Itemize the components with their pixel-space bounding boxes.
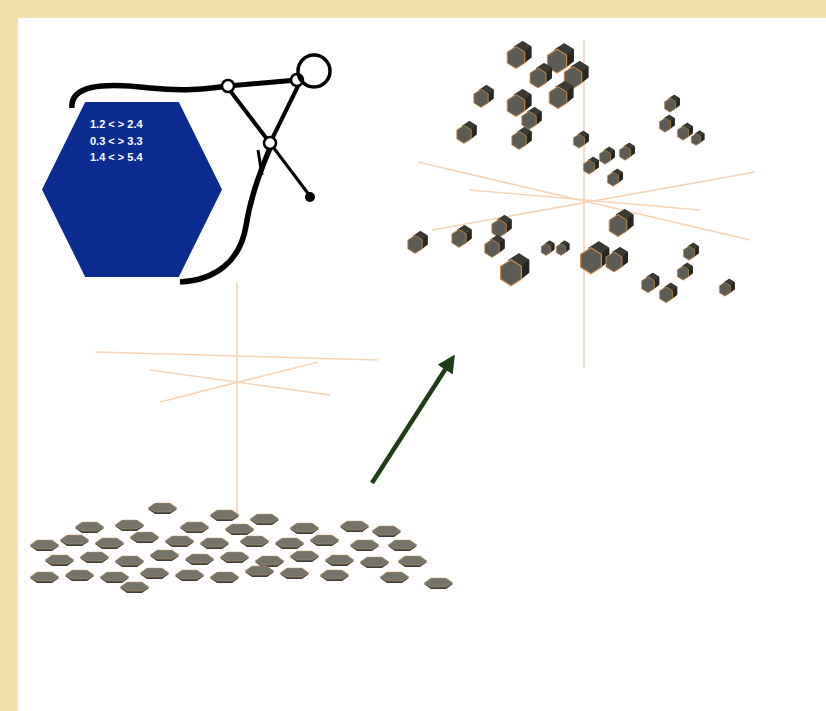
- text-holder: 1.2 < > 2.40.3 < > 3.31.4 < > 5.4: [42, 102, 222, 166]
- hexagon-fill: [42, 102, 222, 277]
- axes-lower: [95, 282, 378, 520]
- flat-hexagons: [30, 503, 453, 593]
- hexagonal-prisms: [408, 41, 735, 303]
- transform-arrow: [372, 362, 450, 483]
- range-text: 1.4 < > 5.4: [90, 149, 222, 166]
- range-text: 1.2 < > 2.4: [90, 116, 222, 133]
- hexagon-node: 1.2 < > 2.40.3 < > 3.31.4 < > 5.4: [42, 102, 222, 277]
- axes-upper: [418, 40, 755, 368]
- range-text: 0.3 < > 3.3: [90, 133, 222, 150]
